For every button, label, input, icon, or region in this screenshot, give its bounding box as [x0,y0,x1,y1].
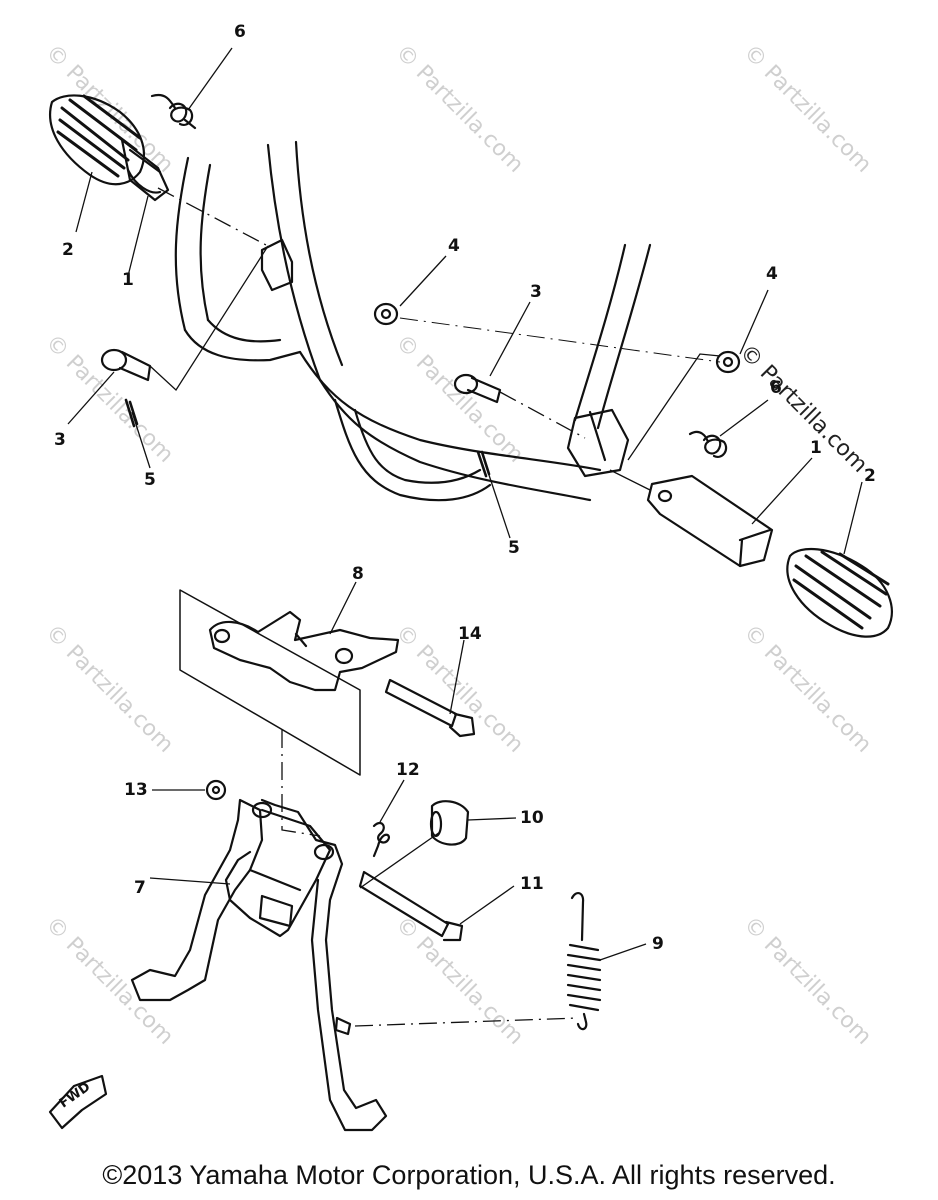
callout-2: 2 [864,466,876,486]
shaft [358,870,464,942]
footrest-rubber-right [786,547,893,638]
footrest-right [646,474,774,568]
cotter-pin-right [476,450,491,478]
callout-1: 1 [810,438,822,458]
copyright-notice: ©2013 Yamaha Motor Corporation, U.S.A. A… [102,1160,836,1190]
cotter-pin-left [124,398,139,428]
forward-arrow-icon [48,1074,108,1130]
main-stand [130,798,388,1132]
callout-6: 6 [770,378,782,398]
callout-4: 4 [766,264,778,284]
callout-5: 5 [508,538,520,558]
bracket-box [179,589,361,776]
nut [205,779,227,801]
washer-left [373,302,399,326]
frame-tubes [174,140,652,502]
callout-4: 4 [448,236,460,256]
footrest-left [120,138,170,202]
damper [429,800,470,846]
callout-7: 7 [134,878,146,898]
callout-11: 11 [520,874,544,894]
small-spring [372,821,390,858]
callout-3: 3 [530,282,542,302]
bolt-long [384,678,476,738]
callout-13: 13 [124,780,148,800]
callout-14: 14 [458,624,482,644]
pin-left [100,348,152,382]
spring-left [150,93,197,130]
callout-1: 1 [122,270,134,290]
callout-2: 2 [62,240,74,260]
spring-right [688,430,728,458]
callout-8: 8 [352,564,364,584]
footrest-rubber-left [49,94,145,186]
callout-6: 6 [234,22,246,42]
stand-bracket [208,610,400,692]
callout-5: 5 [144,470,156,490]
callout-10: 10 [520,808,544,828]
callout-12: 12 [396,760,420,780]
callout-3: 3 [54,430,66,450]
callout-9: 9 [652,934,664,954]
pin-right [453,373,502,404]
return-spring [566,892,602,1031]
